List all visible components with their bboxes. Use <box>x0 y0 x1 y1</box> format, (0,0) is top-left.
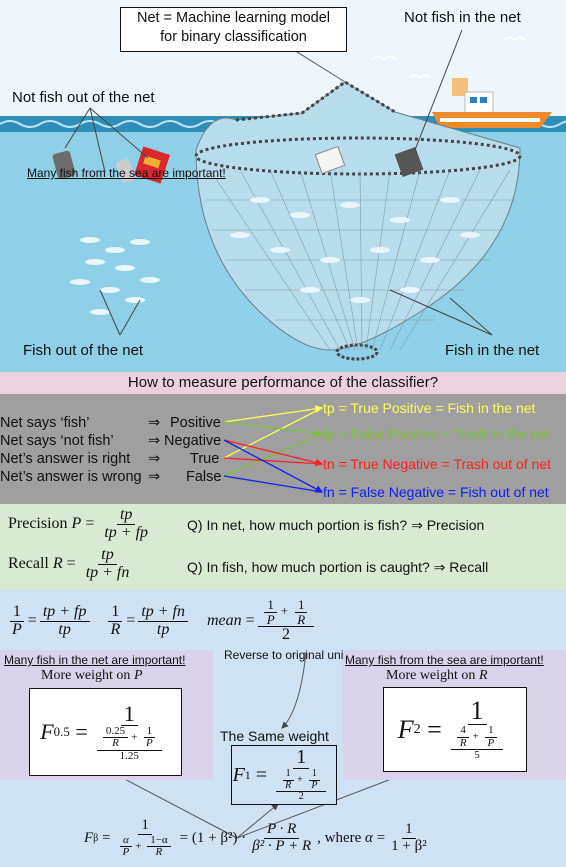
f05-weight-label: More weight on P <box>41 668 143 683</box>
net-label-box: Net = Machine learning model for binary … <box>120 7 347 52</box>
precision-question: Q) In net, how much portion is fish? ⇒ P… <box>187 517 485 533</box>
snack-bag-icon <box>134 146 170 184</box>
net-icon <box>194 9 522 361</box>
definitions-panel: Net says ‘fish’ ⇒ Positive Net says ‘not… <box>0 394 566 504</box>
definition-row: Net says ‘fish’ ⇒ Positive <box>0 415 221 431</box>
measure-title: How to measure performance of the classi… <box>127 374 439 391</box>
f2-panel: Many fish from the sea are important! Mo… <box>343 650 566 780</box>
definition-row: Net’s answer is right ⇒ True <box>0 451 220 467</box>
many-fish-sea-note: Many fish from the sea are important! <box>27 166 226 180</box>
f2-weight-label: More weight on R <box>386 668 488 683</box>
definition-tn: tn = True Negative = Trash out of net <box>323 456 552 472</box>
fish-out-of-net-label: Fish out of the net <box>23 342 144 359</box>
f05-note: Many fish in the net are important! <box>4 653 186 667</box>
definition-left-list: Net says ‘fish’ ⇒ Positive Net says ‘not… <box>0 414 224 486</box>
not-fish-out-of-net-label: Not fish out of the net <box>12 89 155 106</box>
not-fish-in-net-label: Not fish in the net <box>404 9 521 26</box>
can-icon <box>52 150 135 183</box>
f05-panel: Many fish in the net are important! More… <box>0 650 213 780</box>
bird-icon <box>371 36 526 80</box>
newspaper-icon <box>314 145 346 175</box>
definition-fp: fp = False Positive = Trash in the net <box>323 426 551 442</box>
fish-school-icon <box>70 237 160 315</box>
definition-fn: fn = False Negative = Fish out of net <box>323 484 549 500</box>
scene-illustration <box>0 0 566 372</box>
definition-arrows <box>223 405 324 493</box>
reverse-label: Reverse to original unit <box>224 648 347 662</box>
boat-icon <box>432 78 552 128</box>
recall-question: Q) In fish, how much portion is caught? … <box>187 559 489 575</box>
definition-row: Net’s answer is wrong ⇒ False <box>0 469 222 485</box>
definition-row: Net says ‘not fish’ ⇒ Negative <box>0 433 222 449</box>
f2-note: Many fish from the sea are important! <box>345 653 544 667</box>
definition-tp: tp = True Positive = Fish in the net <box>323 400 536 416</box>
f1-weight-label: The Same weight <box>220 728 329 744</box>
measure-title-bar: How to measure performance of the classi… <box>0 372 566 394</box>
fishing-scene: Net = Machine learning model for binary … <box>0 0 566 372</box>
trash-can-icon <box>394 146 424 178</box>
fish-in-net-label: Fish in the net <box>445 342 540 359</box>
